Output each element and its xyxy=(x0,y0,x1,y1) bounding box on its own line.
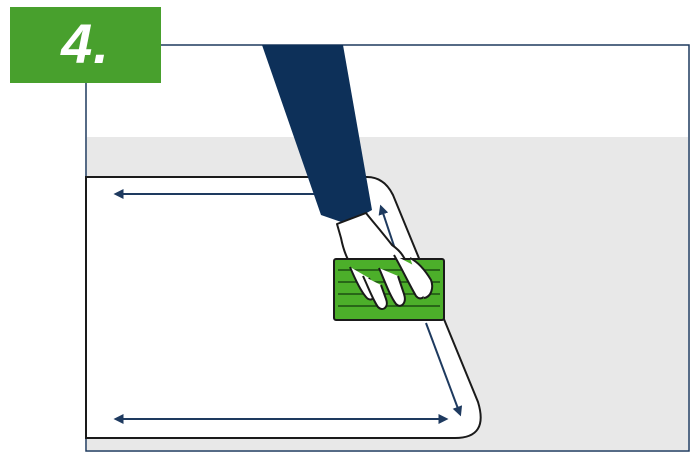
step-number: 4. xyxy=(61,11,110,76)
step-badge: 4. xyxy=(10,7,161,83)
